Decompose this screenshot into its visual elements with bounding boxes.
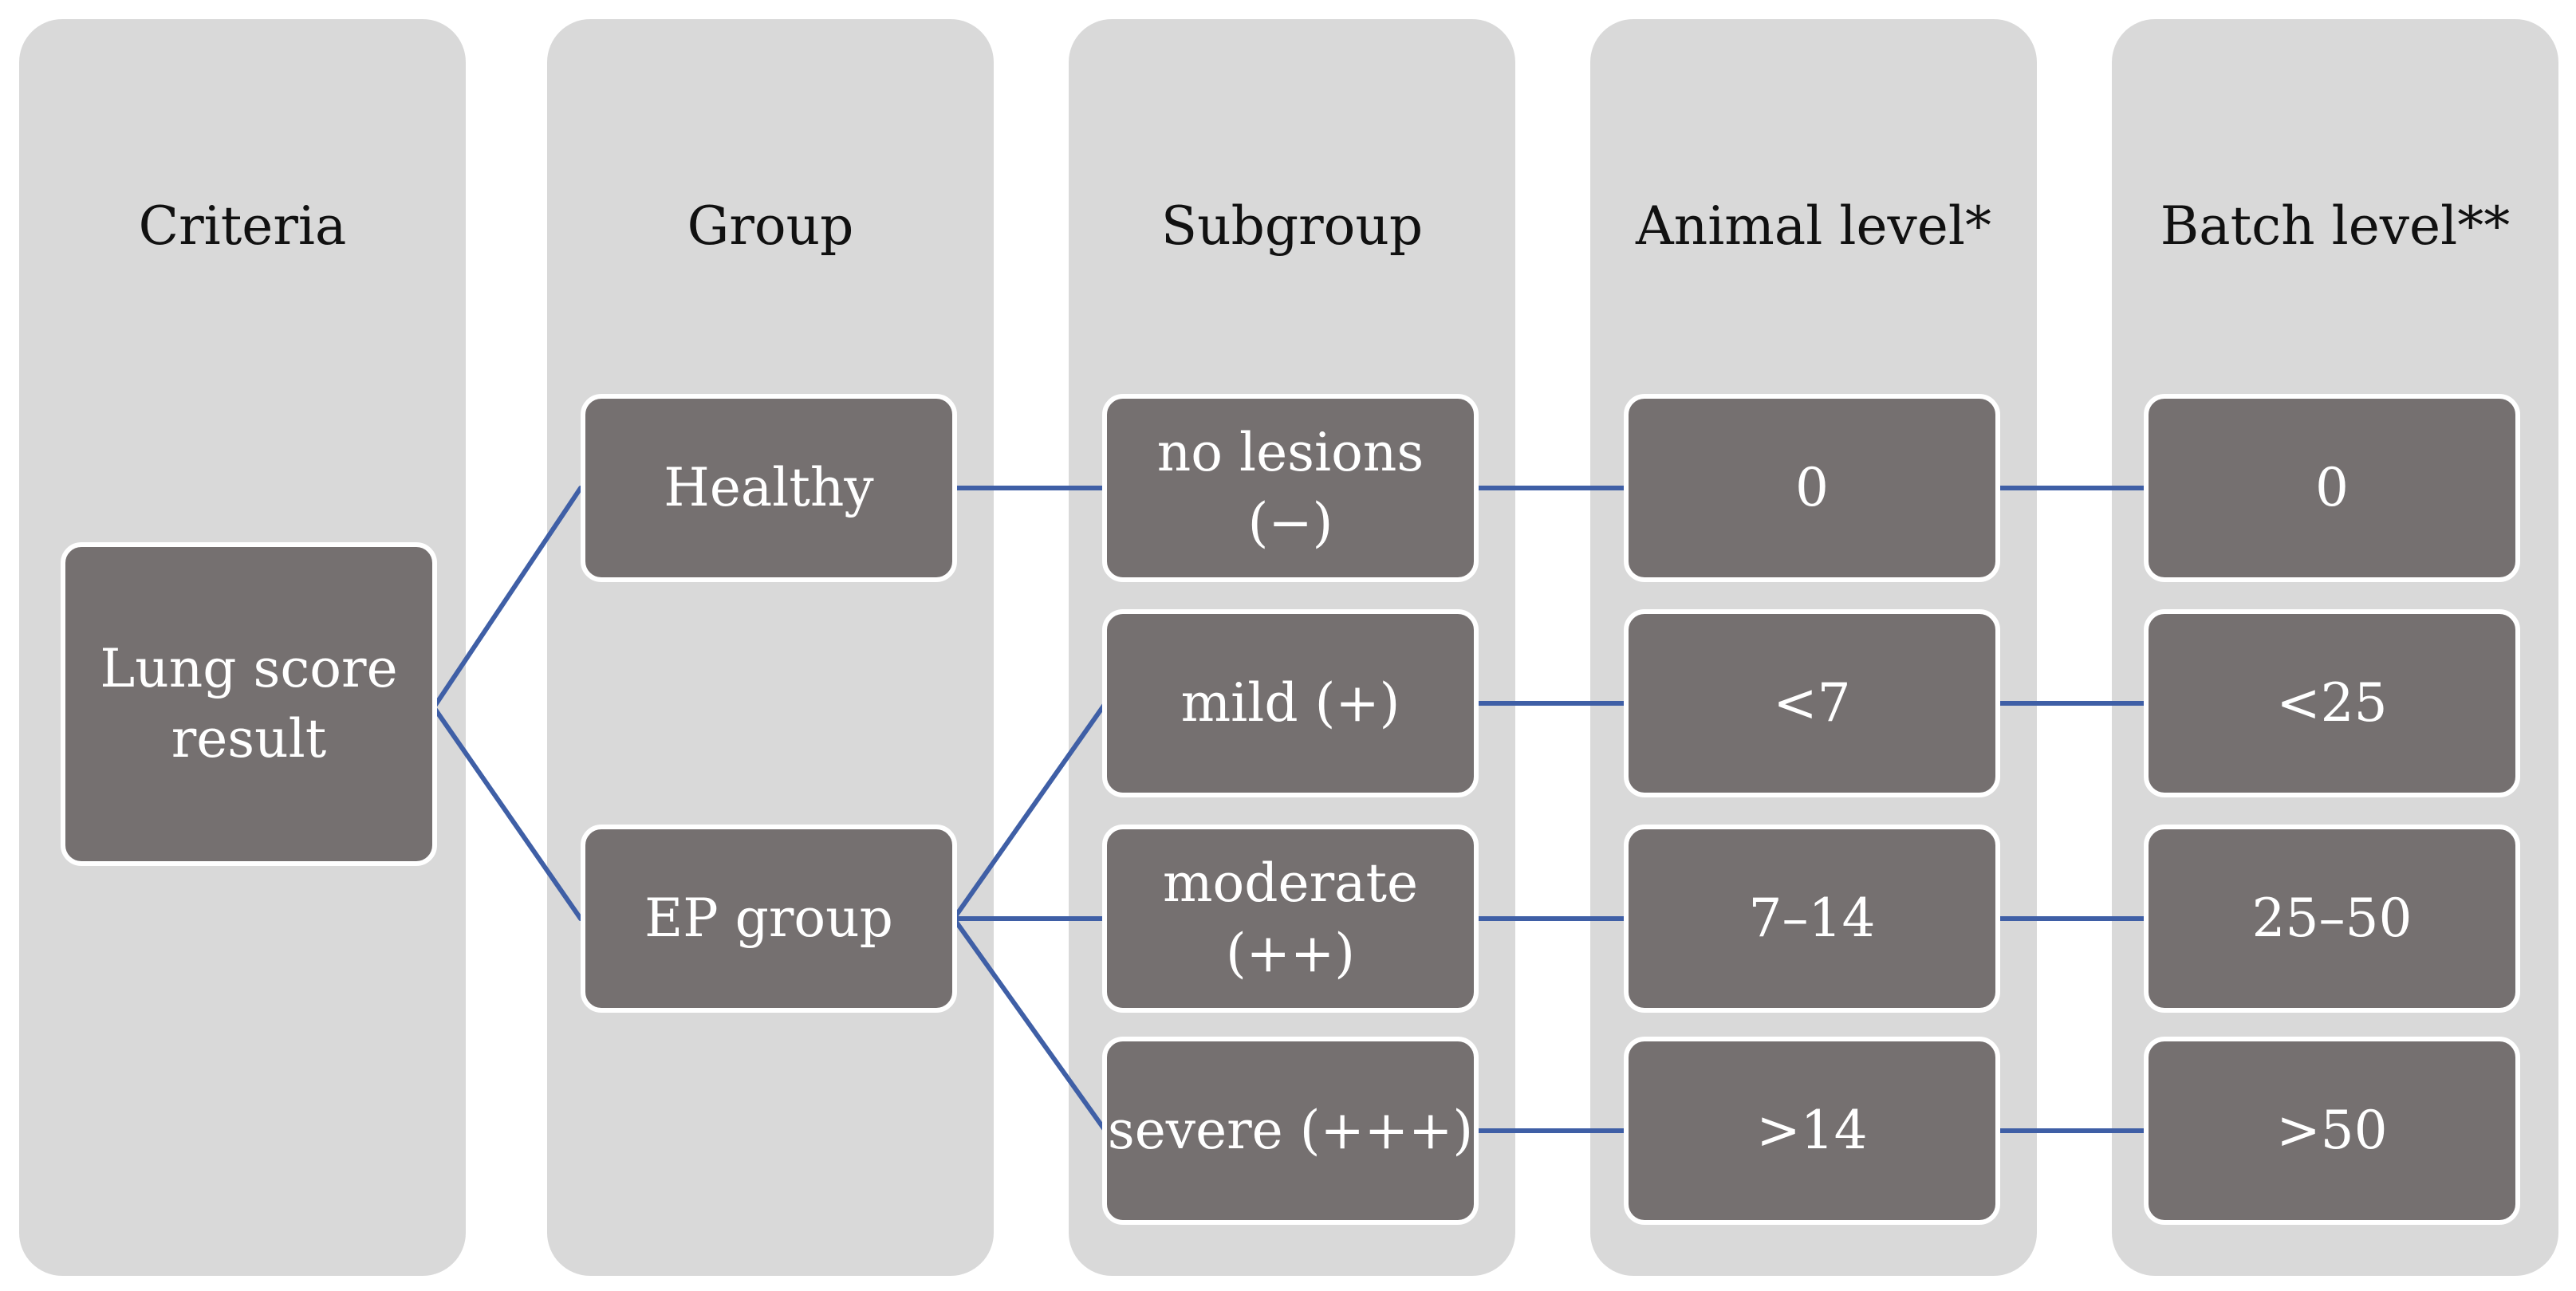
subgroup-title: Subgroup <box>1160 195 1424 257</box>
connector-ep-severe <box>951 916 1108 1133</box>
healthy-box: Healthy <box>581 394 957 582</box>
animal-level-0-box: 0 <box>1624 394 2000 582</box>
batch-level-lt25-box: <25 <box>2144 609 2520 797</box>
batch-level-gt50-box: >50 <box>2144 1037 2520 1225</box>
no-lesions-box: no lesions (−) <box>1102 394 1479 582</box>
mild-box: mild (+) <box>1102 609 1479 797</box>
moderate-box: moderate (++) <box>1102 825 1479 1013</box>
batch-level-0-box: 0 <box>2144 394 2520 582</box>
animal-level-lt7-box: <7 <box>1624 609 2000 797</box>
group-column: Group <box>547 19 994 1276</box>
batch-level-title: Batch level** <box>2160 195 2511 257</box>
lung-score-result-box: Lung score result <box>61 542 437 866</box>
animal-level-gt14-box: >14 <box>1624 1037 2000 1225</box>
ep-group-box: EP group <box>581 825 957 1013</box>
animal-level-title: Animal level* <box>1636 195 1991 257</box>
batch-level-25-50-box: 25–50 <box>2144 825 2520 1013</box>
connector-lung-healthy <box>431 486 583 710</box>
animal-level-7-14-box: 7–14 <box>1624 825 2000 1013</box>
severe-box: severe (+++) <box>1102 1037 1479 1225</box>
criteria-title: Criteria <box>138 195 347 257</box>
group-title: Group <box>687 195 854 257</box>
connector-lung-ep <box>431 705 583 921</box>
connector-ep-mild <box>951 701 1108 921</box>
